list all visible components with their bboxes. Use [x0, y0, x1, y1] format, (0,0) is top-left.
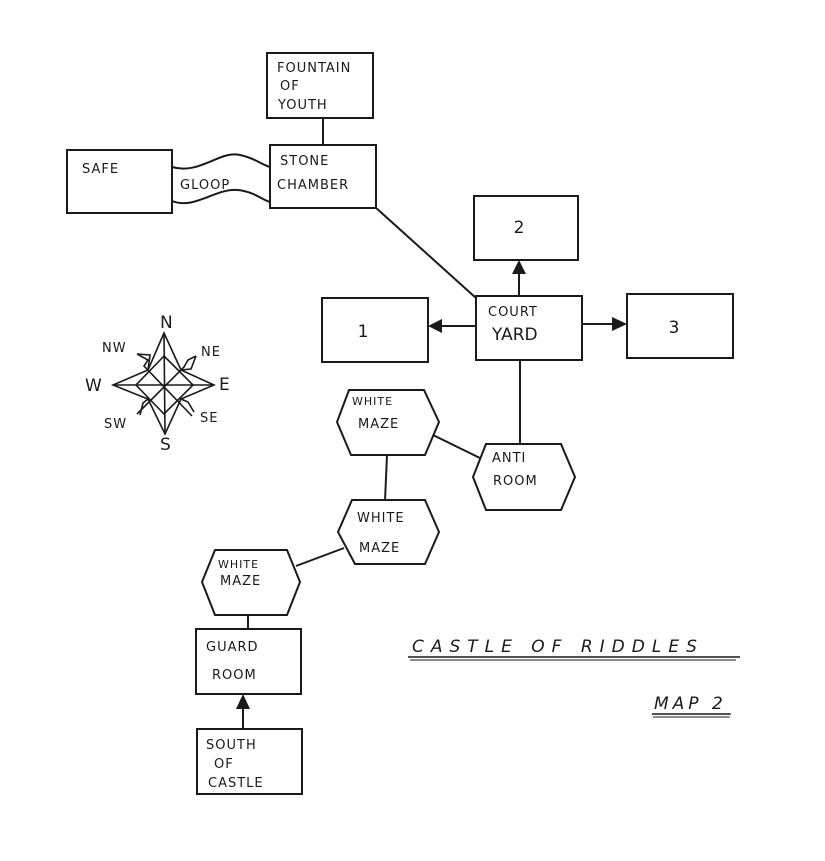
room-label: FOUNTAIN: [277, 61, 351, 76]
room-label: WHITE: [218, 558, 259, 571]
arrow-to-guard-room: [236, 694, 250, 709]
room-safe[interactable]: SAFE: [66, 149, 173, 214]
room-label: MAZE: [220, 574, 261, 589]
connections: [171, 117, 627, 729]
room-label: CHAMBER: [277, 178, 349, 193]
rooms: FOUNTAIN OF YOUTH SAFE STONE CHAMBER GLO…: [66, 52, 734, 795]
room-label: WHITE: [357, 511, 405, 526]
room-label: YARD: [491, 325, 538, 345]
room-label: COURT: [488, 305, 538, 320]
room-label: OF: [280, 79, 300, 94]
compass-ne: NE: [201, 345, 221, 360]
room-stone-chamber[interactable]: STONE CHAMBER: [269, 144, 377, 209]
arrow-to-room3: [612, 317, 627, 331]
map-title-block: CASTLE OF RIDDLES MAP 2: [408, 637, 740, 718]
room-label: ROOM: [212, 668, 257, 683]
room-white-maze-1[interactable]: WHITE MAZE: [335, 389, 441, 456]
gloop-passage-bottom: [171, 188, 271, 205]
room-courtyard[interactable]: COURT YARD: [475, 295, 583, 361]
room-label: 2: [514, 218, 525, 238]
map-title: CASTLE OF RIDDLES: [412, 637, 704, 657]
compass-w: W: [85, 376, 102, 396]
room-label: ROOM: [493, 474, 538, 489]
room-south-of-castle[interactable]: SOUTH OF CASTLE: [196, 728, 303, 795]
compass-e: E: [219, 375, 230, 395]
gloop-label: GLOOP: [180, 178, 230, 193]
room-label: WHITE: [352, 395, 393, 408]
room-label: GUARD: [206, 640, 259, 655]
room-label: CASTLE: [208, 776, 264, 791]
compass-rose: N NW NE W E SW SE S: [85, 313, 230, 455]
compass-sw: SW: [104, 417, 127, 432]
room-label: OF: [214, 757, 234, 772]
link-maze1-maze2: [384, 454, 388, 502]
room-label: SOUTH: [206, 738, 257, 753]
room-white-maze-3[interactable]: WHITE MAZE: [200, 549, 302, 616]
compass-n: N: [160, 313, 173, 333]
link-antiroom-maze1: [432, 434, 485, 461]
link-stone-courtyard: [374, 206, 477, 299]
gloop-passage-top: [171, 153, 271, 170]
room-anti-room[interactable]: ANTI ROOM: [471, 443, 577, 511]
compass-star-icon: [110, 331, 216, 436]
room-label: 3: [669, 318, 680, 338]
compass-se: SE: [200, 411, 218, 426]
link-maze2-maze3: [295, 547, 345, 567]
room-label: MAZE: [359, 541, 400, 556]
compass-nw: NW: [102, 341, 127, 356]
compass-s: S: [160, 435, 171, 455]
room-label: 1: [358, 322, 369, 342]
room-label: STONE: [280, 154, 329, 169]
arrow-to-room1: [428, 319, 442, 333]
room-label: MAZE: [358, 417, 399, 432]
room-fountain-of-youth[interactable]: FOUNTAIN OF YOUTH: [266, 52, 374, 119]
room-1[interactable]: 1: [321, 297, 429, 363]
room-label: SAFE: [82, 162, 119, 177]
room-3[interactable]: 3: [626, 293, 734, 359]
arrow-to-room2: [512, 260, 526, 274]
room-guard-room[interactable]: GUARD ROOM: [195, 628, 302, 695]
room-white-maze-2[interactable]: WHITE MAZE: [336, 499, 441, 565]
map-subtitle: MAP 2: [654, 694, 727, 714]
room-label: YOUTH: [277, 98, 328, 113]
room-label: ANTI: [492, 451, 526, 466]
room-2[interactable]: 2: [473, 195, 579, 261]
